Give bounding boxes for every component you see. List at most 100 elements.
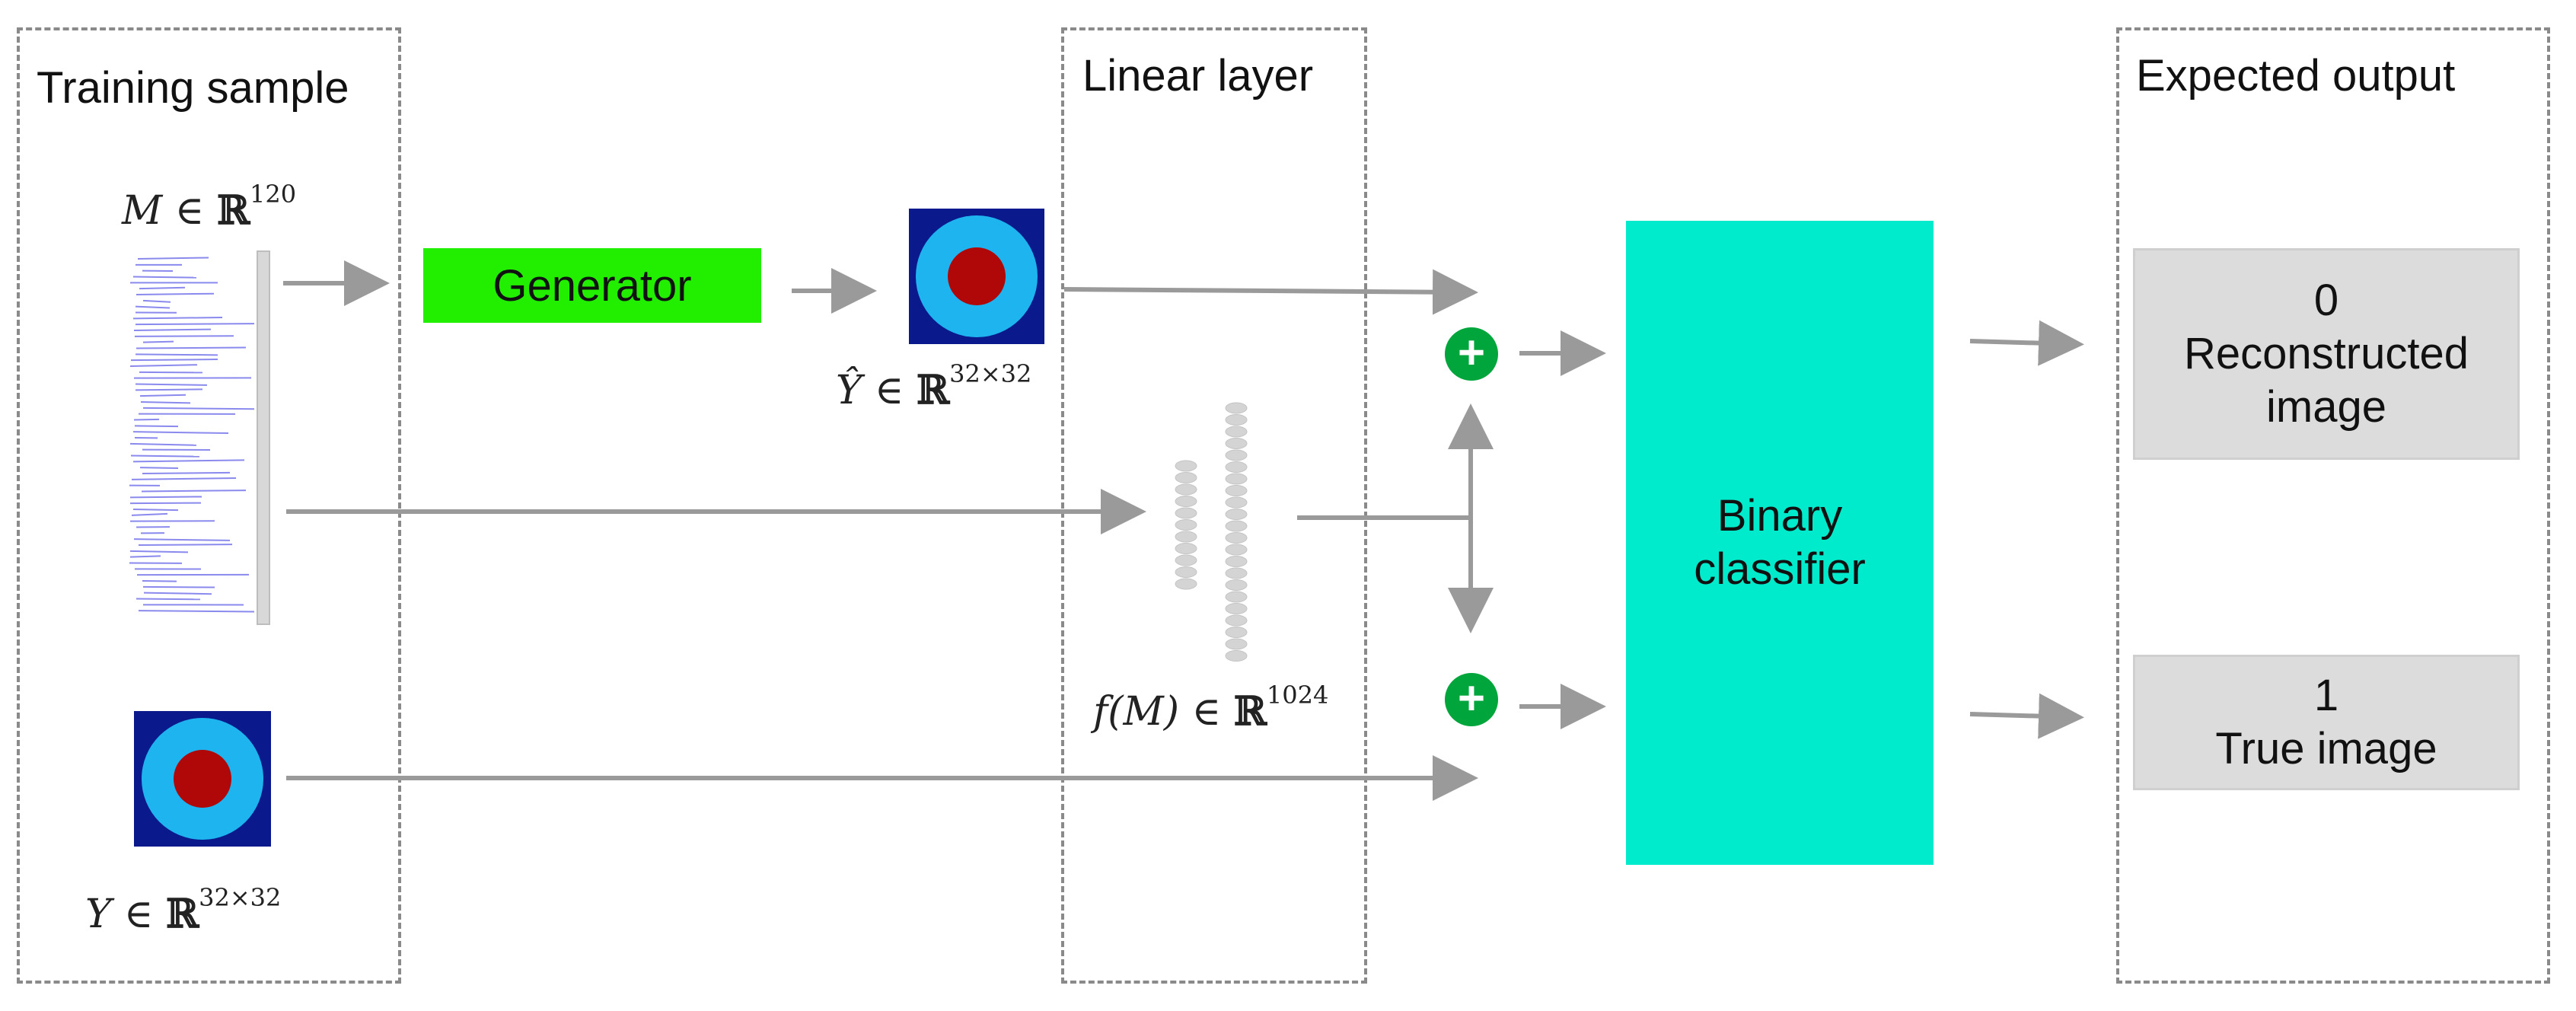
neuron-node: [1225, 509, 1248, 520]
signal-trace: [142, 471, 231, 474]
neuron-node: [1225, 603, 1248, 614]
signal-trace: [135, 353, 218, 356]
signal-trace: [142, 407, 255, 410]
signal-trace: [138, 544, 233, 546]
yhat-in-r32x32-label: Ŷ ∈ ℝ32×32: [836, 359, 1031, 413]
arrow-yhat-to-plus-top: [1063, 269, 1478, 315]
neuron-node: [1225, 638, 1248, 650]
signal-trace: [139, 394, 187, 397]
neuron-node: [1225, 496, 1248, 509]
plus-node-top: +: [1445, 327, 1498, 381]
neuron-node: [1175, 483, 1197, 496]
signal-trace: [137, 257, 209, 260]
neuron-node: [1225, 485, 1248, 496]
signal-trace: [132, 459, 245, 463]
yhat-op: ∈: [874, 368, 904, 413]
neuron-node: [1175, 519, 1197, 531]
neuron-node: [1225, 414, 1248, 426]
expected-output-panel: [2116, 27, 2550, 984]
signal-trace: [135, 388, 203, 391]
signal-trace: [142, 580, 177, 582]
neuron-node: [1225, 532, 1248, 544]
neuron-node: [1225, 438, 1248, 449]
m-in-r120-label: M ∈ ℝ120: [122, 180, 296, 234]
signal-trace: [129, 502, 202, 505]
fm-exp: 1024: [1266, 681, 1329, 710]
neuron-node: [1175, 578, 1197, 590]
signal-trace: [132, 509, 179, 512]
yhat-exp: 32×32: [949, 359, 1032, 388]
y-core: [174, 750, 231, 808]
signal-trace: [129, 550, 189, 553]
signal-trace: [133, 418, 160, 421]
neuron-node: [1225, 591, 1248, 603]
neuron-node: [1175, 543, 1197, 554]
neuron-node: [1225, 461, 1248, 473]
m-var: M: [122, 188, 163, 234]
generator-label: Generator: [493, 260, 692, 311]
y-set: ℝ: [165, 891, 199, 937]
fm-op: ∈: [1191, 689, 1222, 735]
signal-trace: [132, 317, 223, 320]
signal-trace: [135, 292, 215, 295]
signal-trace: [142, 299, 171, 303]
fm-in-r1024-label: f(M) ∈ ℝ1024: [1093, 681, 1328, 735]
signal-trace: [143, 592, 212, 595]
signal-trace: [140, 401, 191, 404]
neuron-node: [1175, 566, 1197, 578]
signal-trace: [132, 276, 197, 279]
signal-trace: [142, 585, 215, 588]
neuron-node: [1225, 627, 1248, 638]
neuron-node: [1225, 614, 1248, 627]
classifier-label-line1: Binary: [1717, 491, 1843, 541]
m-set: ℝ: [216, 187, 250, 234]
neuron-node: [1225, 449, 1248, 461]
yhat-set: ℝ: [916, 367, 950, 413]
expected-output-title: Expected output: [2136, 51, 2456, 100]
signal-m-plot: [128, 250, 270, 625]
neuron-node: [1225, 650, 1248, 662]
signal-scrollbar: [257, 250, 270, 625]
fm-var: f(M): [1093, 689, 1180, 735]
arrow-classifier-to-output-0: [1969, 320, 2084, 366]
training-sample-panel: [17, 27, 401, 984]
signal-trace: [132, 431, 229, 434]
classifier-label-line2: classifier: [1694, 544, 1866, 594]
signal-trace: [142, 340, 174, 343]
output-reconstructed-value: 0: [2313, 276, 2339, 325]
neuron-node: [1225, 473, 1248, 485]
neuron-node: [1225, 426, 1248, 438]
output-true-box: 1 True image: [2133, 655, 2520, 790]
linear-layer-neurons: [1175, 402, 1248, 662]
signal-trace: [133, 538, 231, 541]
neuron-node: [1175, 496, 1197, 507]
output-reconstructed-box: 0 Reconstructed image: [2133, 248, 2520, 460]
signal-trace: [139, 467, 179, 469]
y-in-r32x32-label: Y ∈ ℝ32×32: [85, 883, 281, 937]
output-true-value: 1: [2313, 671, 2339, 720]
neuron-column-short: [1175, 460, 1197, 590]
generator-box: Generator: [423, 248, 761, 323]
neuron-node: [1225, 556, 1248, 567]
y-op: ∈: [123, 891, 154, 937]
binary-classifier-box: Binary classifier: [1626, 221, 1934, 865]
signal-trace: [135, 383, 208, 386]
signal-trace: [129, 496, 202, 499]
true-image-y: [134, 711, 271, 847]
output-reconstructed-label-line1: Reconstructed: [2184, 329, 2469, 378]
neuron-node: [1175, 554, 1197, 566]
arrow-classifier-to-output-1: [1969, 693, 2084, 739]
signal-traces: [129, 257, 255, 613]
neuron-node: [1175, 472, 1197, 483]
arrows: [283, 260, 2084, 801]
neuron-node: [1225, 579, 1248, 591]
linear-layer-panel: [1061, 27, 1367, 984]
neuron-column-tall: [1225, 402, 1248, 662]
neuron-node: [1225, 544, 1248, 556]
signal-trace: [135, 305, 171, 309]
fm-set: ℝ: [1233, 688, 1267, 735]
signal-trace: [131, 512, 168, 516]
m-op: ∈: [174, 188, 205, 234]
